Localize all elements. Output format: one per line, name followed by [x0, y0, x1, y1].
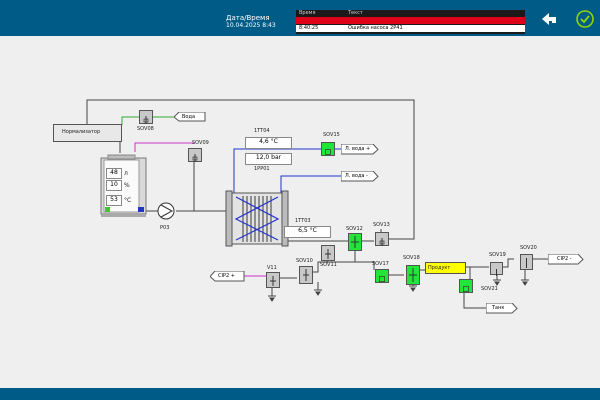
valve-sov12[interactable]: [348, 233, 362, 251]
normalizer-box[interactable]: Нормализатор: [53, 124, 122, 142]
valve-sov17[interactable]: [375, 269, 389, 283]
cip-in-label: CIP2 +: [218, 273, 235, 279]
product-label: Продукт: [428, 265, 451, 271]
valve-symbol-icon: [143, 116, 149, 124]
tank-out-tag-shape: [486, 303, 518, 314]
product-indicator[interactable]: Продукт: [425, 262, 466, 274]
valve-sov09[interactable]: [188, 148, 202, 162]
alarm-col-time: Время: [299, 10, 316, 16]
alarm-row-active[interactable]: [296, 17, 525, 24]
valve-sov08[interactable]: [139, 110, 153, 124]
valve-sov21[interactable]: [459, 279, 473, 293]
valve-sov15[interactable]: [321, 142, 335, 156]
valve-sov18[interactable]: [406, 265, 420, 285]
tank-percent-unit: %: [124, 182, 130, 189]
datetime-value: 10.04.2025 8:43: [226, 22, 276, 29]
confirm-button[interactable]: [572, 6, 598, 32]
valve-sov13[interactable]: [375, 232, 389, 246]
back-arrow-icon: [542, 13, 556, 25]
pressure-tag: 1PP01: [254, 166, 270, 172]
water-in-tag-shape: [174, 112, 206, 122]
cip-out-label: CIP2 -: [557, 256, 572, 262]
temp-top-value: 4,6 °C: [245, 137, 292, 149]
temp-bottom-value: 6,5 °C: [284, 226, 331, 238]
valve-sov17-label: SOV17: [372, 261, 389, 267]
temp-top-tag: 1TT04: [254, 128, 270, 134]
valve-v11-label: V11: [267, 265, 277, 271]
tank-percent-value: 10: [106, 180, 122, 191]
tank-out-label: Танк: [492, 305, 505, 311]
plate-heat-exchanger[interactable]: [226, 191, 288, 246]
valve-symbol-icon: [463, 286, 469, 292]
tank-green-indicator: [105, 207, 110, 212]
alarm-row[interactable]: 8:40:25 Ошибка насоса 2P41: [296, 25, 525, 32]
datetime-label: Дата/Время: [226, 14, 270, 22]
valve-symbol-icon: [351, 236, 359, 248]
ice-water-out-label: Л. вода -: [345, 173, 368, 179]
valve-sov11[interactable]: [321, 245, 335, 261]
valve-sov09-label: SOV09: [192, 140, 209, 146]
pump-label: P03: [160, 225, 170, 231]
tank-level-unit: л: [124, 170, 128, 177]
valve-v11[interactable]: [266, 272, 280, 288]
valve-sov10-label: SOV10: [296, 258, 313, 264]
valve-sov13-label: SOV13: [373, 222, 390, 228]
valve-symbol-icon: [379, 238, 385, 246]
ice-water-out-tag-shape: [341, 171, 379, 182]
normalizer-label: Нормализатор: [62, 129, 101, 135]
valve-symbol-icon: [379, 276, 385, 282]
valve-sov08-label: SOV08: [137, 126, 154, 132]
alarm-panel[interactable]: Время Текст 8:40:25 Ошибка насоса 2P41: [296, 10, 525, 34]
pressure-value: 12,0 bar: [245, 153, 292, 165]
water-in-label: Вода: [182, 114, 196, 120]
footer-bar: [0, 388, 600, 400]
valve-sov21-label: SOV21: [481, 286, 498, 292]
valve-symbol-icon: [192, 154, 198, 162]
alarm-row-time: 8:40:25: [299, 25, 319, 31]
valve-symbol-icon: [526, 258, 527, 268]
valve-symbol-icon: [496, 269, 497, 276]
valve-symbol-icon: [303, 269, 309, 281]
valve-symbol-icon: [270, 276, 276, 286]
valve-sov11-label: SOV11: [320, 262, 337, 268]
tank-level-value: 48: [106, 168, 122, 179]
valve-sov20[interactable]: [520, 254, 533, 270]
ice-water-in-tag-shape: [341, 144, 379, 155]
tank-temp-value: 53: [106, 195, 122, 206]
valve-sov12-label: SOV12: [346, 226, 363, 232]
cip-out-tag-shape: [548, 254, 584, 265]
valve-symbol-icon: [325, 249, 331, 259]
tank-temp-unit: °C: [124, 197, 132, 204]
valve-sov10[interactable]: [299, 266, 313, 284]
valve-symbol-icon: [409, 268, 417, 282]
cip-in-tag-shape: [210, 271, 245, 282]
header-bar: Дата/Время 10.04.2025 8:43 Время Текст 8…: [0, 0, 600, 36]
valve-sov20-label: SOV20: [520, 245, 537, 251]
checkmark-icon: [576, 10, 594, 28]
alarm-row-text: Ошибка насоса 2P41: [348, 25, 403, 31]
valve-sov19[interactable]: [490, 262, 503, 276]
alarm-col-text: Текст: [348, 10, 363, 16]
back-button[interactable]: [536, 6, 562, 32]
valve-sov18-label: SOV18: [403, 255, 420, 261]
valve-symbol-icon: [325, 149, 331, 155]
ice-water-in-label: Л. вода +: [345, 146, 371, 152]
pump-icon[interactable]: [158, 203, 174, 219]
temp-bottom-tag: 1TT03: [295, 218, 311, 224]
valve-sov15-label: SOV15: [323, 132, 340, 138]
valve-sov19-label: SOV19: [489, 252, 506, 258]
tank-blue-indicator: [138, 207, 144, 212]
